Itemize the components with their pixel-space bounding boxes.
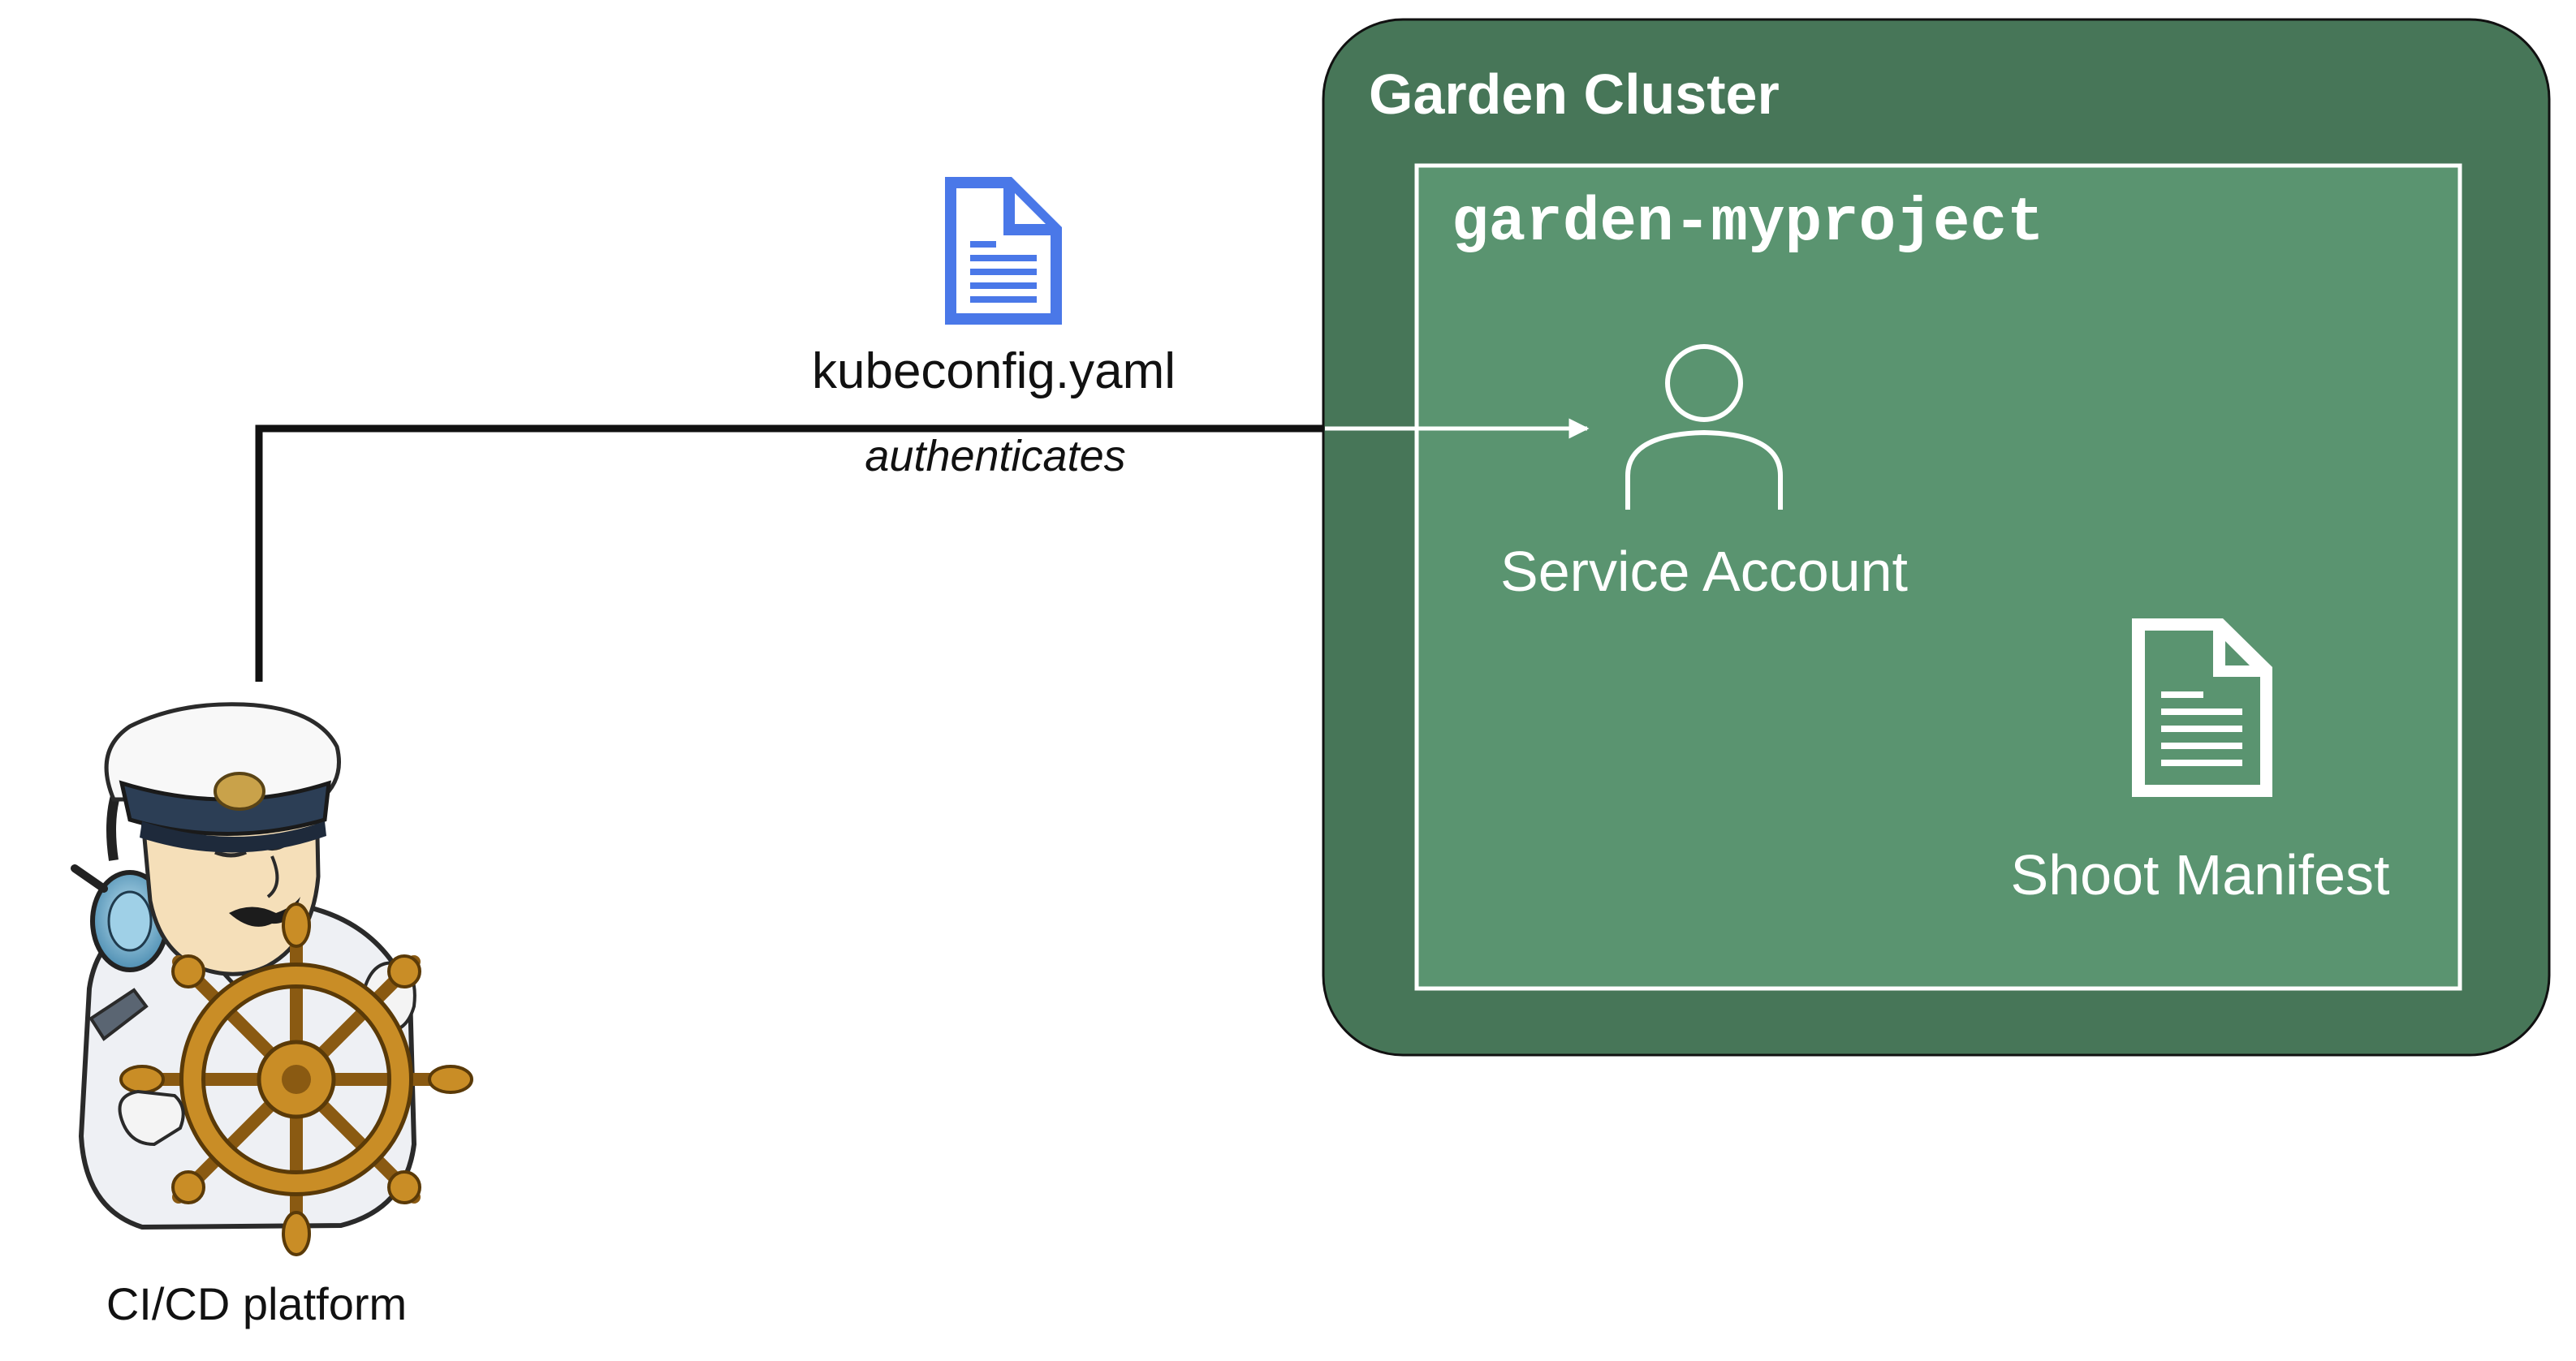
ci-cd-platform-label: CI/CD platform (106, 1278, 407, 1329)
document-icon (945, 177, 1062, 325)
service-account: Service Account (1500, 344, 1908, 603)
garden-cluster-title: Garden Cluster (1369, 62, 1780, 126)
shoot-manifest-label: Shoot Manifest (2011, 843, 2390, 907)
namespace-box (1414, 163, 2462, 991)
namespace-garden-myproject: garden-myproject Service Account (1414, 163, 2462, 991)
authentication-connector: kubeconfig.yaml authenticates (255, 177, 1590, 682)
ship-wheel (119, 902, 473, 1256)
authenticates-label: authenticates (865, 432, 1125, 480)
user-icon (1625, 344, 1783, 510)
namespace-title: garden-myproject (1452, 188, 2044, 258)
document-icon (2132, 618, 2272, 797)
connector-line (255, 424, 1323, 682)
garden-cluster: Garden Cluster garden-myproject Service … (1322, 18, 2551, 1057)
captain-helm-mascot-icon (71, 702, 473, 1256)
service-account-label: Service Account (1500, 540, 1908, 603)
kubeconfig-label: kubeconfig.yaml (812, 343, 1176, 399)
shoot-manifest: Shoot Manifest (2011, 618, 2390, 907)
